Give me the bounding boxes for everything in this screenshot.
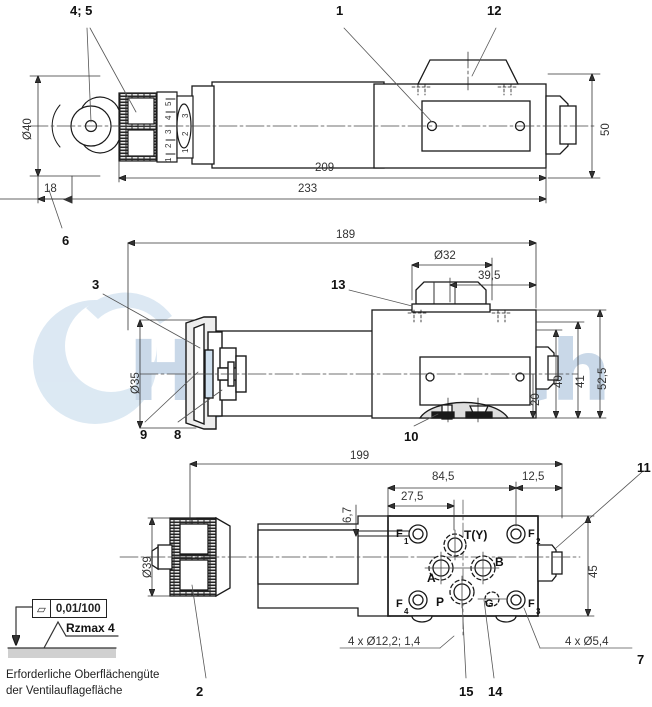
dim-12-5: 12,5 (522, 471, 545, 483)
scale-mark-2: 2 (164, 143, 173, 148)
dim-233: 233 (298, 183, 318, 195)
dim-52-5: 52,5 (597, 367, 609, 390)
dim-dia40: Ø40 (22, 118, 34, 140)
surface-note-line2: der Ventilauflagefläche (6, 685, 123, 697)
dim-27-5: 27,5 (401, 491, 424, 503)
dim-50: 50 (600, 123, 612, 136)
port-label-F3: F (528, 598, 535, 610)
note-screw-holes: 4 x Ø5,4 (565, 636, 609, 648)
callout-4-5: 4; 5 (70, 3, 93, 18)
callout-15: 15 (459, 684, 474, 699)
dim-189: 189 (336, 229, 356, 241)
surface-note-line1: Erforderliche Oberflächengüte (6, 669, 160, 681)
dim-dia39: Ø39 (142, 556, 154, 578)
dim-39-5: 39,5 (478, 270, 501, 282)
callout-11: 11 (637, 460, 651, 475)
dim-209: 209 (315, 162, 335, 174)
port-label-F1: F (396, 528, 403, 540)
dim-18: 18 (44, 183, 57, 195)
roughness-label: Rzmax 4 (66, 621, 115, 635)
dial-mark-3: 3 (181, 113, 190, 118)
scale-mark-4: 4 (164, 115, 173, 120)
callout-7: 7 (637, 652, 645, 667)
port-label-T: T(Y) (464, 528, 488, 542)
callout-9: 9 (140, 427, 148, 442)
port-label-F4: F (396, 598, 403, 610)
note-bolt-holes: 4 x Ø12,2; 1,4 (348, 636, 421, 648)
flatness-symbol: ▱ (33, 600, 51, 617)
dim-6-7: 6,7 (342, 507, 354, 523)
port-label-B: B (495, 555, 504, 569)
dial-mark-2: 2 (181, 131, 190, 136)
callout-2: 2 (196, 684, 204, 699)
callout-13: 13 (331, 277, 346, 292)
port-sub-F1: 1 (404, 537, 409, 546)
callout-8: 8 (174, 427, 182, 442)
port-sub-F4: 4 (404, 607, 409, 616)
dim-41: 41 (575, 375, 587, 388)
callout-3: 3 (92, 277, 100, 292)
flatness-tolerance-frame: ▱ 0,01/100 (32, 599, 107, 618)
port-sub-F2: 2 (536, 537, 541, 546)
callout-14: 14 (488, 684, 503, 699)
callout-6: 6 (62, 233, 70, 248)
dim-199: 199 (350, 450, 370, 462)
port-label-F2: F (528, 528, 535, 540)
scale-mark-3: 3 (164, 129, 173, 134)
port-sub-F3: 3 (536, 607, 541, 616)
dim-40: 40 (553, 375, 565, 388)
dim-45: 45 (588, 565, 600, 578)
dim-dia35: Ø35 (130, 372, 142, 394)
port-label-A: A (427, 571, 436, 585)
dim-20: 20 (530, 393, 542, 406)
dim-84-5: 84,5 (432, 471, 455, 483)
flatness-value: 0,01/100 (55, 602, 101, 615)
scale-mark-5: 5 (164, 101, 173, 106)
callout-10: 10 (404, 429, 419, 444)
scale-mark-1: 1 (164, 157, 173, 162)
dim-dia32: Ø32 (434, 250, 456, 262)
port-label-G: G (485, 598, 494, 610)
callout-12: 12 (487, 3, 502, 18)
callout-1: 1 (336, 3, 344, 18)
dial-mark-1: 1 (181, 148, 190, 153)
port-label-P: P (436, 595, 445, 609)
